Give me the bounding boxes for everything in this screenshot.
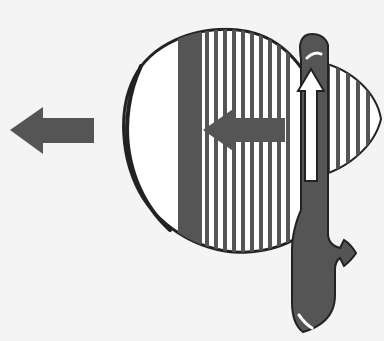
internal-left-arrow <box>203 107 285 153</box>
fin-shape <box>318 60 383 178</box>
vertical-up-arrow <box>291 32 358 334</box>
magnified-circle <box>122 27 311 254</box>
external-left-arrow <box>10 107 94 154</box>
